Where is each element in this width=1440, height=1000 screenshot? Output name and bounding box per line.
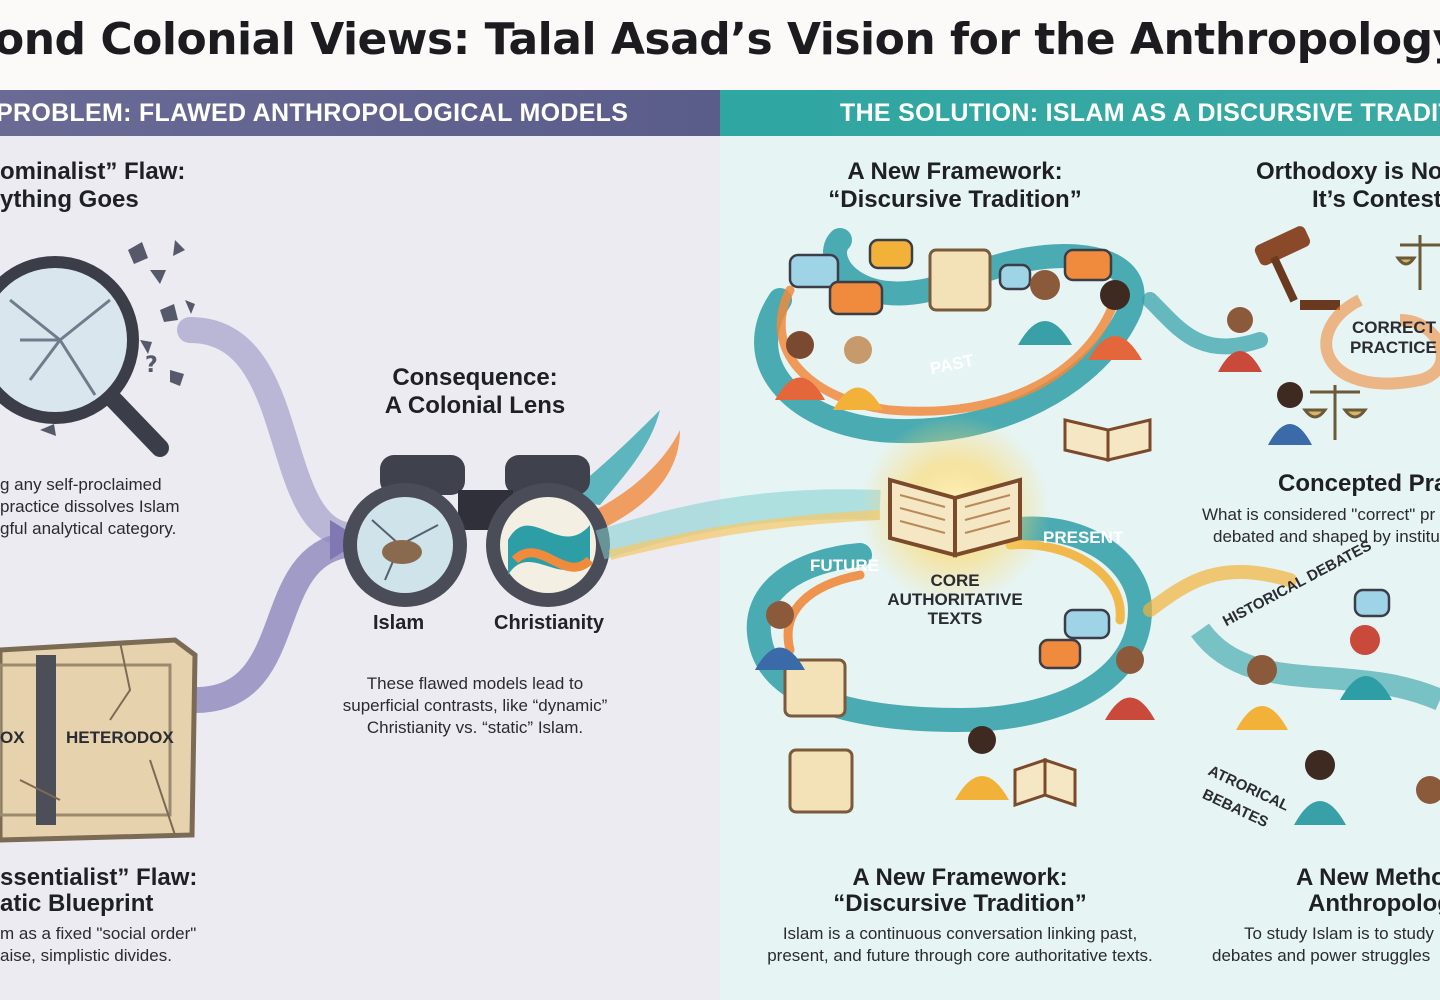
solution-banner-label: THE SOLUTION: ISLAM AS A DISCURSIVE TRAD… [840,99,1440,127]
flow-from-essentialist [182,532,358,713]
core-label-3: TEXTS [927,609,983,628]
orthodoxy-subheading: Concepted Pra [1278,470,1440,497]
fragment-shards-icon: ? [40,240,195,436]
framework-top-heading-1: A New Framework: [847,158,1063,185]
binoculars-icon [343,410,680,607]
method-heading-1: A New Metho [1296,864,1440,891]
method-body-1: To study Islam is to study [1244,924,1434,943]
consequence-body-3: Christianity vs. “static” Islam. [366,718,584,737]
essentialist-heading-1: ssentialist” Flaw: [0,864,198,891]
orthodoxy-people-icon [1218,307,1312,445]
lens-label-islam: Islam [373,612,425,634]
beam-to-core [595,489,881,560]
page-title-bar: ond Colonial Views: Talal Asad’s Vision … [0,0,1440,90]
framework-bottom-heading-1: A New Framework: [852,864,1068,891]
heterodox-tablet-label: HETERODOX [66,728,174,747]
orthodoxy-heading-1: Orthodoxy is No [1256,158,1440,185]
method-people-icon [1236,625,1440,825]
flow-label-present: PRESENT [1043,528,1124,547]
solution-section-banner: THE SOLUTION: ISLAM AS A DISCURSIVE TRAD… [720,90,1440,136]
contest-swirl [1320,294,1440,390]
correct-practice-label-1: CORRECT [1352,318,1437,337]
flow-from-nominalist [177,317,358,548]
nominalist-body-3: gful analytical category. [0,519,177,538]
orthodoxy-heading-2: It’s Contest [1312,186,1440,213]
framework-bottom-body-1: Islam is a continuous conversation linki… [782,924,1138,943]
framework-bottom-heading-2: “Discursive Tradition” [833,890,1087,917]
consequence-heading-2: A Colonial Lens [384,392,566,419]
speech-bubbles-icon [788,238,1391,670]
scroll-icon [783,248,992,814]
open-book-icon [1013,418,1152,808]
tradition-flow-ribbon [746,228,1297,733]
nominalist-body-1: g any self-proclaimed [0,475,162,494]
correct-practice-label-2: PRACTICE [1350,338,1437,357]
core-label-2: AUTHORITATIVE [887,590,1023,609]
problem-section-banner: PROBLEM: FLAWED ANTHROPOLOGICAL MODELS [0,90,720,136]
page-title: ond Colonial Views: Talal Asad’s Vision … [0,14,1440,65]
nominalist-body-2: practice dissolves Islam [0,497,180,516]
lens-label-christianity: Christianity [494,612,605,634]
core-label-1: CORE [930,571,980,590]
gavel-icon [1254,226,1340,310]
essentialist-body-2: aise, simplistic divides. [0,946,172,965]
core-texts-book-icon [888,477,1022,558]
essentialist-heading-2: atic Blueprint [0,890,154,917]
consequence-body-2: superficial contrasts, like “dynamic” [342,696,608,715]
stone-tablet-icon [0,637,198,843]
orthodoxy-body-1: What is considered "correct" pr [1202,505,1436,524]
framework-bottom-body-2: present, and future through core authori… [767,946,1153,965]
consequence-body-1: These flawed models lead to [366,674,584,693]
essentialist-body-1: m as a fixed "social order" [0,924,197,943]
orthodox-tablet-label: OX [0,728,25,747]
svg-text:?: ? [145,353,158,378]
orthodoxy-body-2: debated and shaped by institu [1213,527,1440,546]
problem-banner-label: PROBLEM: FLAWED ANTHROPOLOGICAL MODELS [0,99,629,127]
framework-top-heading-2: “Discursive Tradition” [828,186,1082,213]
method-heading-2: Anthropolog [1308,890,1440,917]
method-flow [1191,623,1440,711]
nominalist-heading-1: ominalist” Flaw: [0,158,186,185]
consequence-heading-1: Consequence: [392,364,558,391]
scales-icon [1302,235,1440,440]
nominalist-heading-2: ything Goes [0,186,139,213]
method-body-2: debates and power struggles [1212,946,1431,965]
magnifier-icon [0,256,169,457]
flow-label-future: FUTURE [810,556,879,575]
people-figures-icon [755,270,1155,800]
